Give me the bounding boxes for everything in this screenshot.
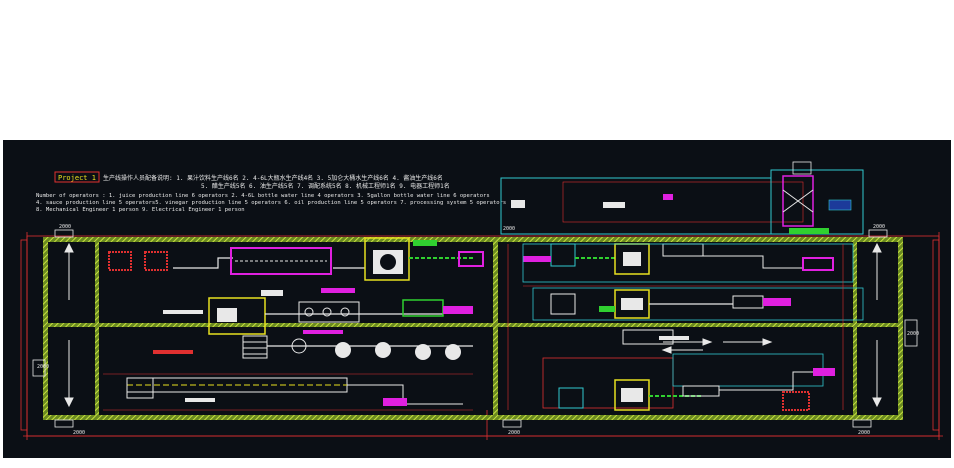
sauce-line-equipment	[126, 377, 463, 406]
project-title: Project 1	[58, 174, 96, 182]
water-line-equipment	[163, 297, 473, 335]
building-walls	[43, 237, 903, 420]
cad-drawing-area: Project 1 生产线操作人员配备说明: 1. 果汁饮料生产线6名 2. 4…	[3, 140, 951, 458]
dim-label: 2000	[508, 430, 520, 436]
dim-label: 2000	[59, 224, 71, 230]
dim-label: 2000	[73, 430, 85, 436]
upper-annex	[500, 161, 864, 235]
operators-en-line-3: 8. Mechanical Engineer 1 person 9. Elect…	[36, 207, 245, 213]
door-markers	[32, 229, 918, 428]
dimension-labels: 2000 2000 2000 2000 2000 2000 2000 2000	[37, 224, 919, 436]
gallon-line-equipment	[153, 330, 473, 360]
juice-line-equipment	[108, 237, 484, 296]
operators-cn-line-1: 生产线操作人员配备说明: 1. 果汁饮料生产线6名 2. 4-6L大瓶水生产线4…	[103, 174, 443, 182]
header-notes: Project 1 生产线操作人员配备说明: 1. 果汁饮料生产线6名 2. 4…	[36, 171, 506, 213]
operators-en-line-2: 4. sauce production line 5 operators5. v…	[36, 200, 506, 206]
dim-label: 2000	[907, 331, 919, 337]
processing-system-equipment	[542, 329, 835, 411]
dim-label: 2000	[858, 430, 870, 436]
corridor-arrows	[64, 242, 882, 408]
interior-dimension-lines	[103, 244, 853, 411]
operators-cn-line-2: 5. 醋生产线5名 6. 油生产线5名 7. 调配系统5名 8. 机械工程师1名…	[201, 182, 450, 190]
dim-label: 2000	[37, 364, 49, 370]
dim-label: 2000	[503, 226, 515, 232]
operators-en-line-1: Number of operators : 1. juice productio…	[36, 193, 490, 199]
dim-label: 2000	[873, 224, 885, 230]
vinegar-line-equipment	[522, 243, 854, 283]
oil-line-equipment	[532, 287, 864, 321]
project-title-box	[54, 171, 100, 183]
